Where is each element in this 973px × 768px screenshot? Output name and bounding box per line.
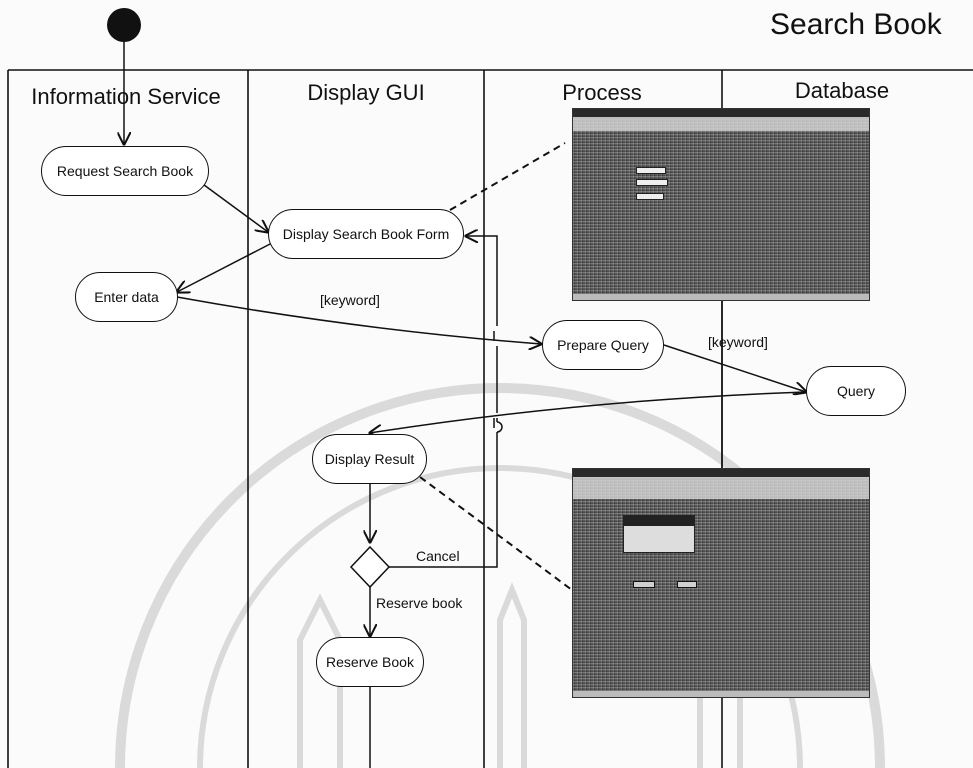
edge-label-keyword-enter: [keyword] — [320, 292, 380, 308]
node-enter-data: Enter data — [75, 272, 178, 322]
search-result-screenshot — [572, 468, 870, 698]
edge-enter-prepare — [176, 296, 541, 344]
node-query: Query — [806, 366, 906, 416]
node-display-result: Display Result — [312, 434, 427, 484]
edge-prepare-query — [663, 344, 806, 392]
node-prepare-query: Prepare Query — [542, 320, 664, 370]
decision-node — [349, 545, 391, 589]
dashed-link-form-screen — [449, 142, 566, 211]
edge-request-form — [199, 181, 268, 232]
node-reserve-book: Reserve Book — [316, 637, 424, 687]
diagram-title: Search Book — [770, 8, 942, 41]
edge-label-keyword-query: [keyword] — [708, 334, 768, 350]
lane-process: Process — [562, 80, 642, 105]
lane-database: Database — [794, 78, 890, 103]
node-request-search-book: Request Search Book — [41, 146, 209, 196]
edge-label-cancel: Cancel — [416, 548, 460, 564]
edge-cancel-loop — [389, 236, 498, 568]
lane-information-service: Information Service — [31, 84, 221, 109]
search-form-screenshot — [572, 108, 870, 301]
start-node — [107, 8, 141, 42]
edge-label-reserve-book: Reserve book — [376, 595, 463, 611]
node-display-search-book-form: Display Search Book Form — [268, 209, 464, 259]
edge-query-result — [370, 391, 806, 433]
dashed-link-result-screen — [419, 476, 573, 591]
edge-form-enter — [177, 242, 273, 292]
lane-display-gui: Display GUI — [307, 80, 425, 105]
